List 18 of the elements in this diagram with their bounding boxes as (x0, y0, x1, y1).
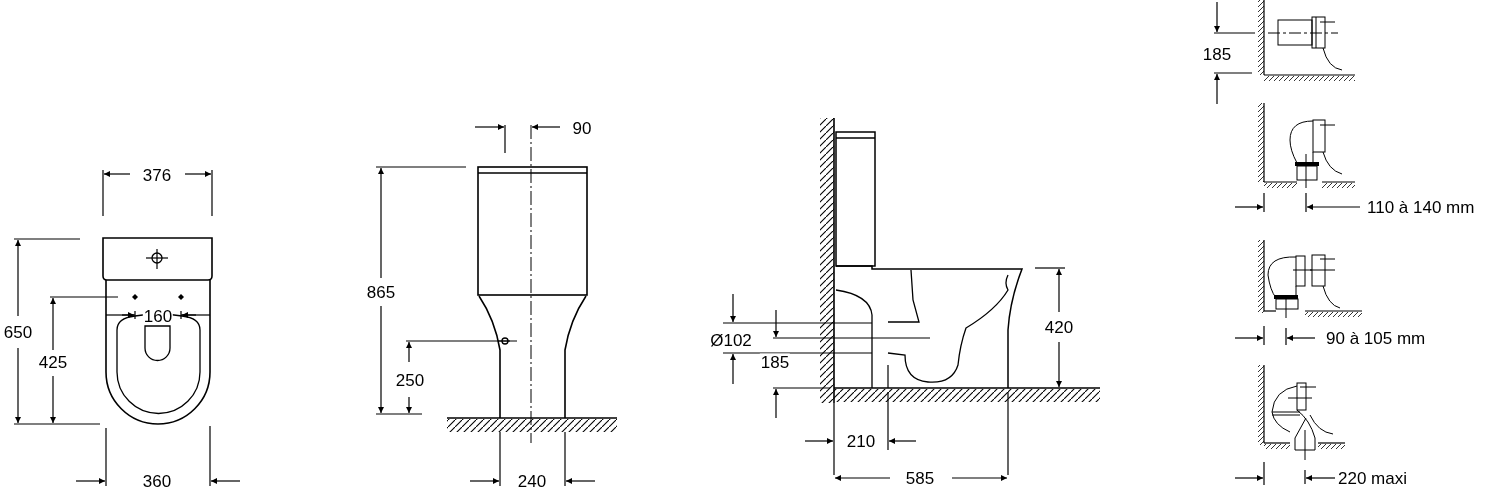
dimension-label: 420 (1043, 318, 1075, 336)
dimension-label: 90 à 105 mm (1325, 329, 1427, 347)
dimension-label: 110 à 140 mm (1366, 198, 1476, 216)
dimension-label: 90 (571, 119, 593, 137)
dimension-label: 360 (141, 472, 173, 490)
dimension-label: 650 (2, 323, 34, 341)
dimension-label: 250 (394, 371, 426, 389)
dimension-label: 585 (904, 469, 936, 487)
dimension-label: 425 (37, 353, 69, 371)
dimension-label: 865 (365, 283, 397, 301)
dimension-label: 376 (141, 166, 173, 184)
dimension-label: 160 (142, 307, 174, 325)
dimension-label: 185 (759, 353, 791, 371)
dimension-label: Ø102 (709, 331, 753, 349)
dimension-label: 240 (516, 472, 548, 490)
dimension-label: 210 (845, 432, 877, 450)
dimension-label: 220 maxi (1337, 469, 1408, 487)
dimension-label: 185 (1201, 45, 1233, 63)
